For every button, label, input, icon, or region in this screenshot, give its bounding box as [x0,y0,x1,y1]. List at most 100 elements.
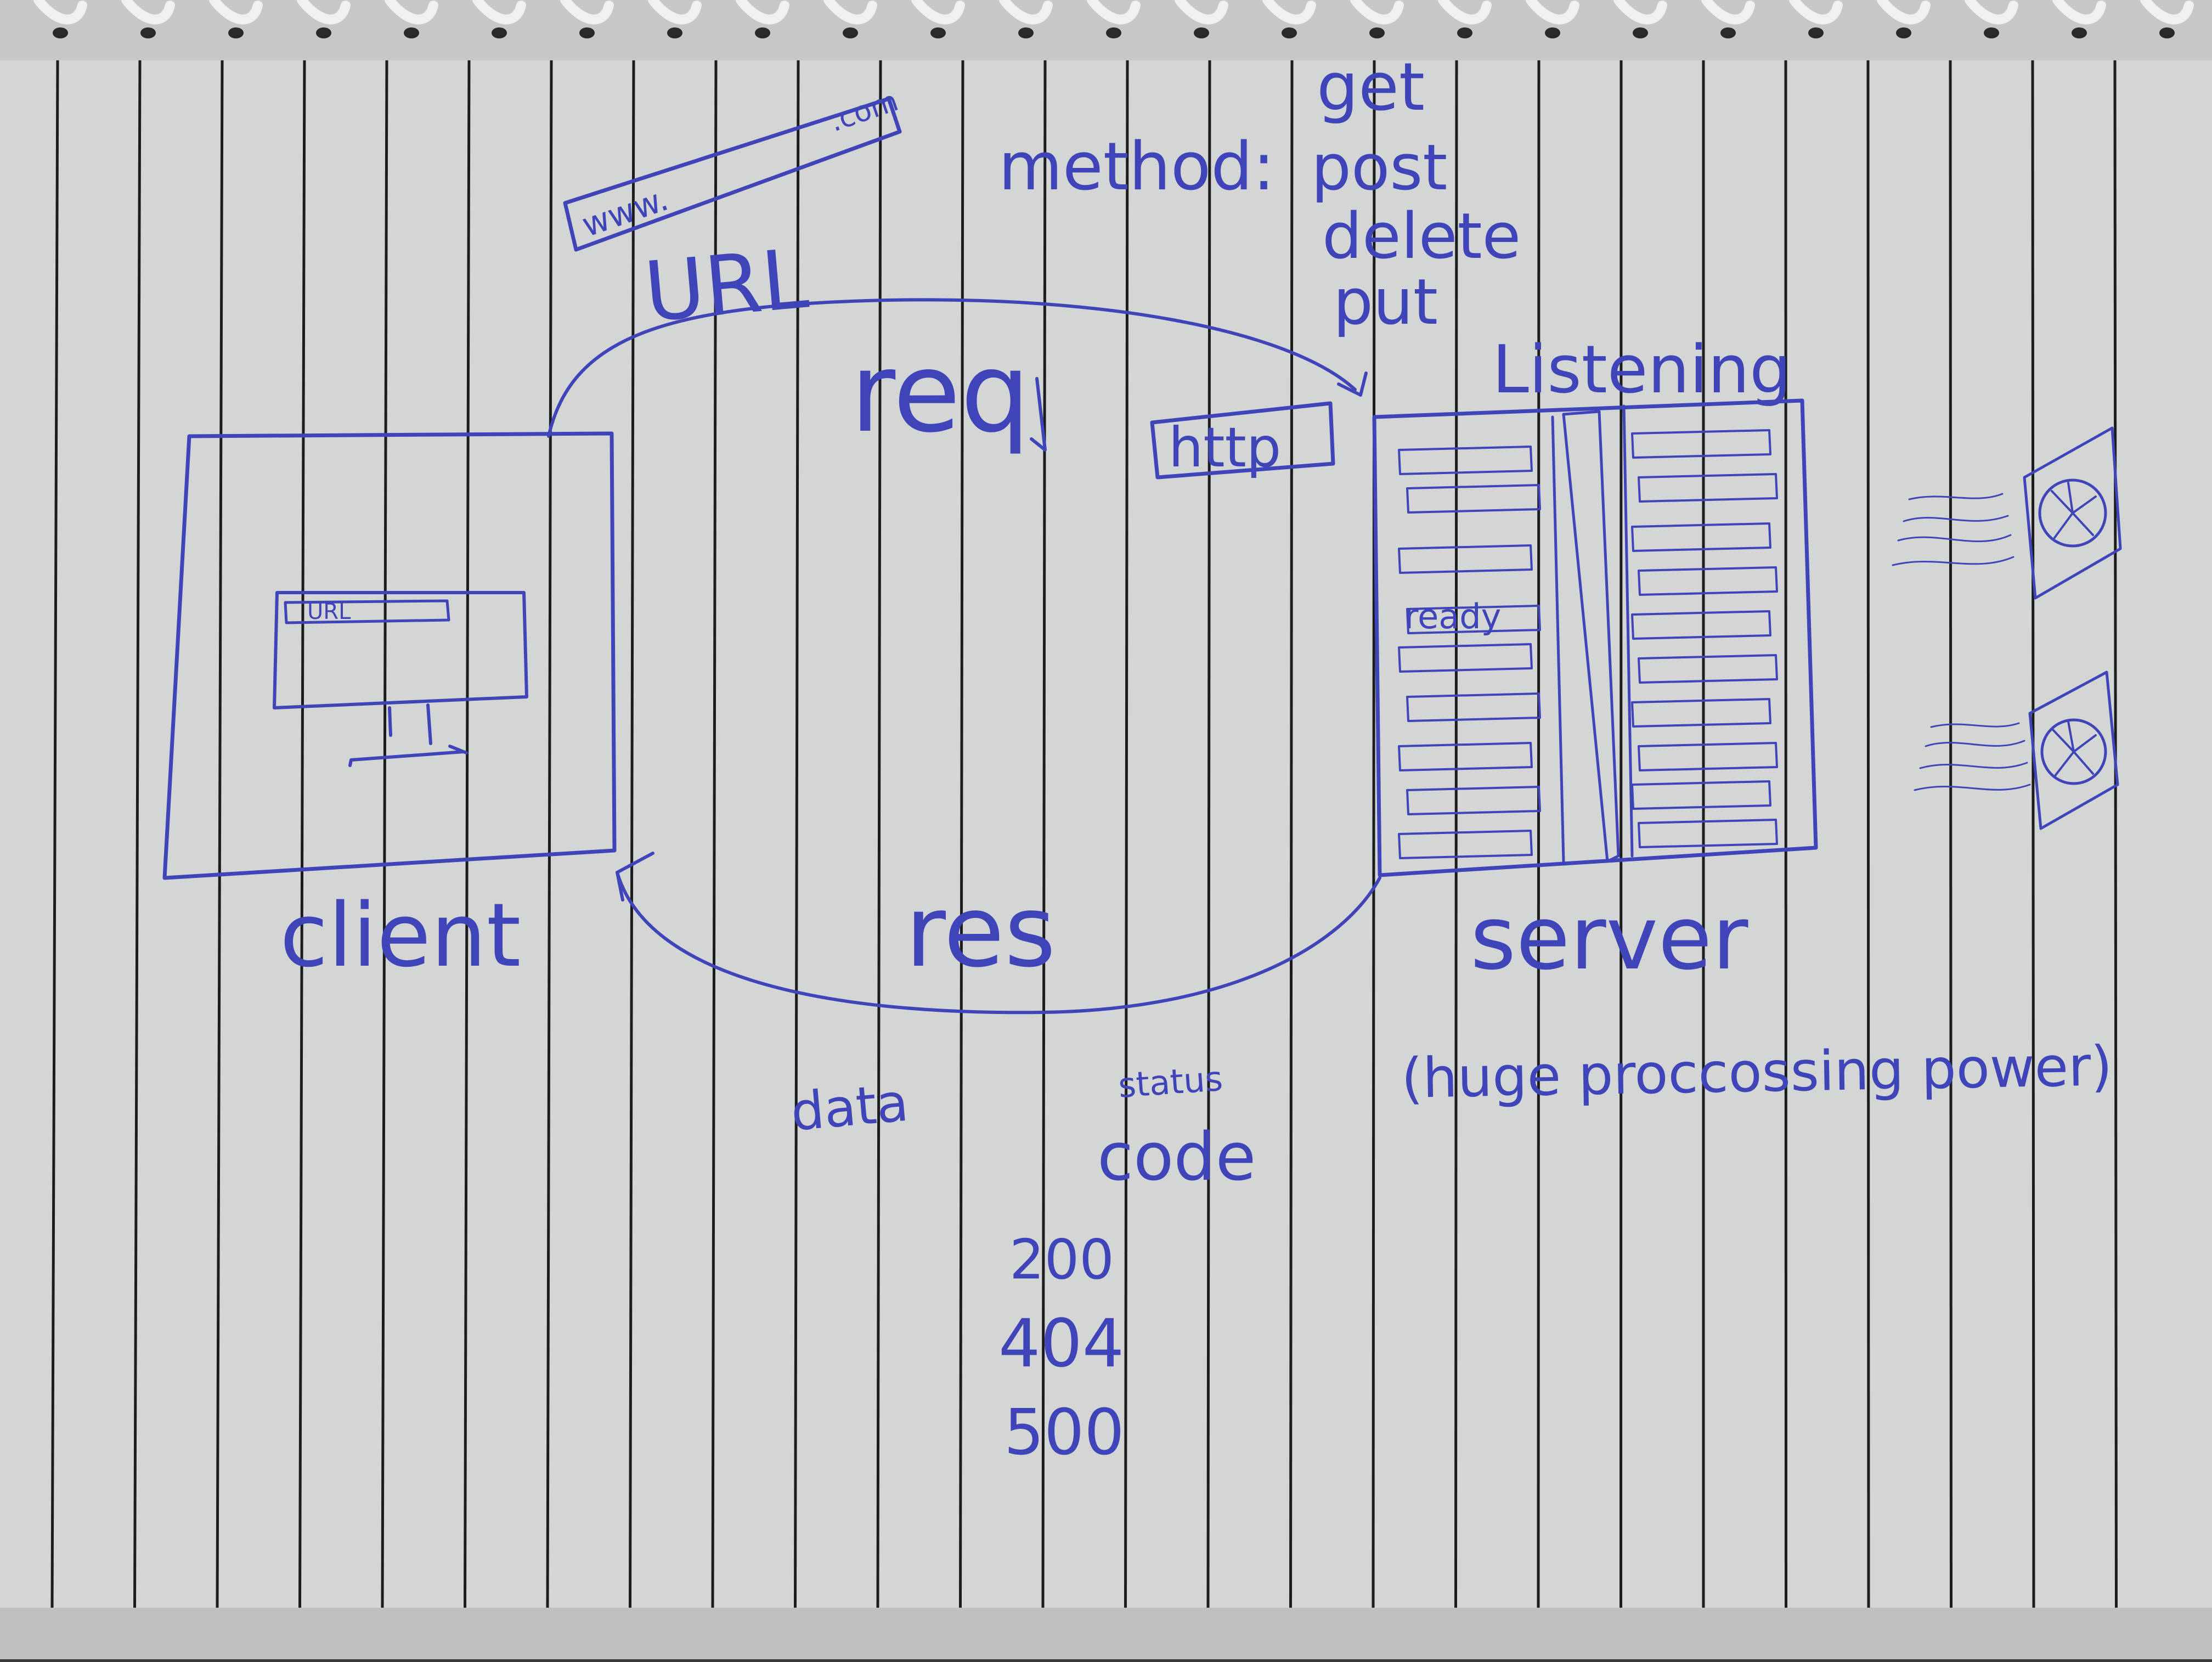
monitor-stand [348,703,468,767]
ruling-line [629,60,635,1608]
client-label: client [280,884,521,987]
drive-slot [1398,446,1533,475]
spiral-ring [33,0,87,25]
notebook-rulings [50,60,2118,1608]
server-rack: ready [1372,398,1818,877]
ruling-line [1454,60,1458,1608]
ruling-line [959,60,964,1608]
ruling-line [50,60,59,1608]
http-label: http [1169,415,1281,480]
drive-slot [1638,473,1778,503]
drive-slot [1398,544,1533,574]
method-label: method: [998,129,1275,205]
spiral-ring [1877,0,1931,25]
ruling-line [1537,60,1541,1608]
spiral-ring [823,0,877,25]
drive-slot [1631,429,1771,459]
ruling-line [1620,60,1623,1608]
drive-slot [1631,780,1771,810]
spiral-ring [648,0,702,25]
spiral-ring [1701,0,1755,25]
drive-slot [1398,830,1533,859]
drive-slot [1631,698,1771,728]
drive-slot [1638,566,1778,596]
status-label: status [1117,1058,1224,1106]
method-post: post [1311,131,1447,205]
status-code-404: 404 [998,1306,1124,1382]
listening-label: Listening [1492,332,1791,408]
http-box: http [1150,401,1335,480]
ruling-line [381,60,388,1608]
spiral-hole [667,27,682,38]
spiral-hole [1984,27,1999,38]
response-arrow [616,852,1381,1015]
drive-slot [1631,610,1771,640]
spiral-ring [2140,0,2194,25]
spiral-ring [1438,0,1492,25]
request-arrow [547,298,1368,438]
ruling-line [298,60,306,1608]
server-ready-label: ready [1404,596,1501,636]
spiral-ring [385,0,438,25]
drive-slot [1406,786,1541,815]
spiral-ring [121,0,175,25]
spiral-hole [1896,27,1911,38]
status-code-500: 500 [1004,1396,1125,1469]
spiral-hole [1194,27,1209,38]
drive-slot [1406,692,1541,722]
fan-unit-top [1892,426,2122,600]
spiral-hole [228,27,244,38]
fan-icon [2040,718,2107,785]
drive-slot [1638,819,1778,848]
spiral-ring [1350,0,1404,25]
drive-slot [1638,742,1778,771]
spiral-hole [1808,27,1824,38]
req-label: req [850,329,1030,457]
ruling-line [2031,60,2035,1608]
drive-slot [1638,654,1778,684]
ruling-line [876,60,882,1608]
ruling-line [794,60,800,1608]
spiral-hole [1457,27,1472,38]
ruling-line [711,60,718,1608]
spiral-hole [755,27,770,38]
req-label-tail [1030,377,1047,452]
drive-slot [1398,742,1533,771]
spiral-ring [1613,0,1667,25]
data-label: data [788,1073,911,1143]
ruling-line [1041,60,1047,1608]
spiral-hole [843,27,858,38]
spiral-hole [2072,27,2087,38]
ruling-line [1949,60,1953,1608]
spiral-ring [999,0,1053,25]
spiral-ring [911,0,965,25]
ruling-line [2113,60,2118,1608]
spiral-ring [1965,0,2018,25]
screen-url-label: URL [307,599,351,624]
server-note: (huge proccossing power) [1401,1034,2113,1111]
spiral-ring [1262,0,1316,25]
spiral-ring [1789,0,1843,25]
spiral-hole [492,27,507,38]
airflow-lines [1892,493,2015,566]
res-label: res [905,875,1056,989]
method-list: get post delete put [1311,49,1521,339]
spiral-ring [1526,0,1579,25]
spiral-hole [1545,27,1560,38]
drive-slot [1631,522,1771,552]
spiral-ring [2052,0,2106,25]
spiral-hole [53,27,68,38]
method-put: put [1333,266,1438,339]
ruling-line [546,60,553,1608]
spiral-hole [1106,27,1121,38]
ruling-line [1206,60,1211,1608]
spiral-ring [1087,0,1141,25]
status-code-200: 200 [1009,1227,1114,1292]
ruling-line [1866,60,1870,1608]
spiral-hole [1720,27,1736,38]
ruling-line [1372,60,1376,1608]
airflow-lines [1914,722,2031,791]
